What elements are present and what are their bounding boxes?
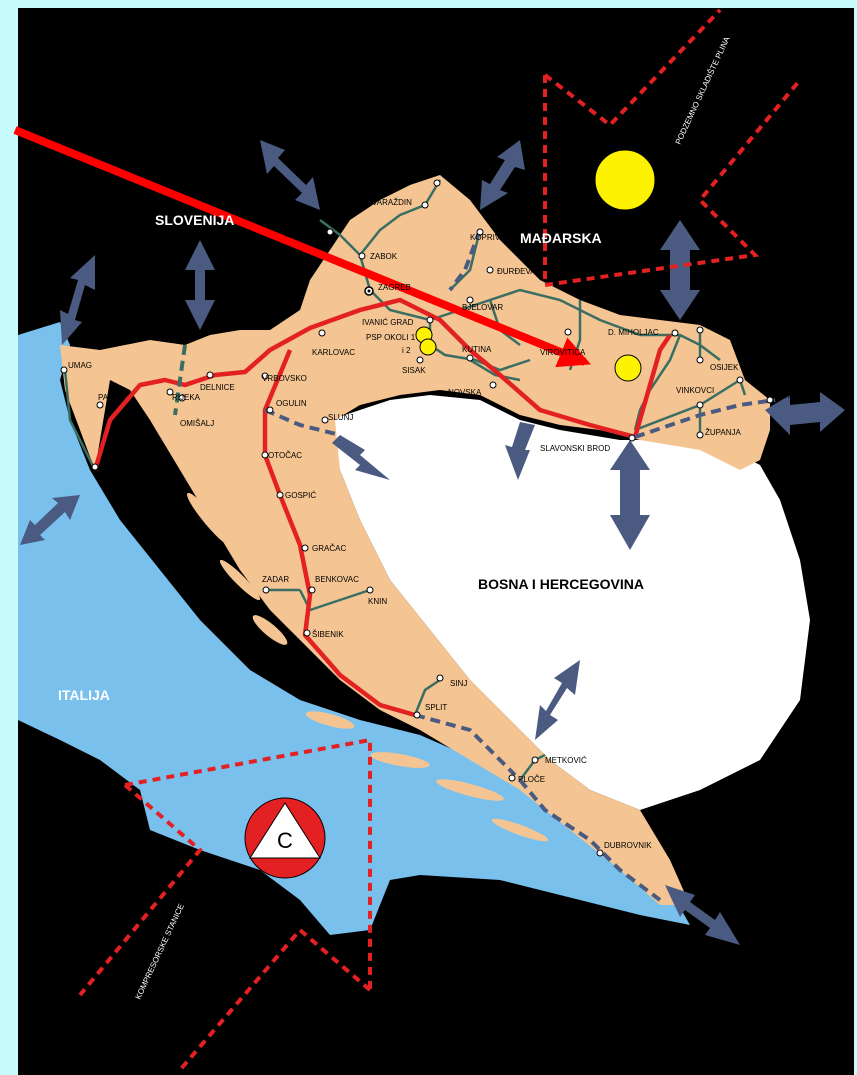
bih-territory: [330, 395, 810, 810]
city-label-varazdin: VARAŽDIN: [372, 198, 412, 207]
compressor-station-icon: C: [244, 797, 326, 879]
city-label-pula: PULA: [108, 462, 130, 471]
compressor-callout: [78, 737, 372, 1072]
islands: [145, 392, 549, 842]
city-label-dubrovnik: DUBROVNIK: [604, 841, 652, 850]
country-label-italy: ITALIJA: [58, 687, 110, 703]
compressor-symbol: C: [277, 828, 293, 853]
city-label-zadar: ZADAR: [262, 575, 289, 584]
highlight-arrow: [13, 126, 591, 368]
adriatic-sea: [18, 322, 690, 935]
underground-storage-marker: [594, 149, 656, 211]
city-label-osijek: OSIJEK: [710, 363, 739, 372]
city-label-ivanic: IVANIĆ GRAD: [362, 318, 414, 327]
city-label-ploce: PLOČE: [518, 775, 545, 784]
city-label-gracac: GRAČAC: [312, 544, 346, 553]
planned-pipeline-omisalj: [173, 344, 187, 416]
city-label-bmanastir: B. MANASTIR: [706, 321, 757, 330]
city-label-virovitica: VIROVITICA: [540, 348, 586, 357]
storage-marker-slavonia: [614, 354, 642, 382]
city-label-sbrod: SLAVONSKI BROD: [540, 444, 610, 453]
city-label-zagreb: ZAGREB: [378, 283, 411, 292]
city-label-ilok: ILOK: [775, 391, 794, 400]
main-pipelines: [92, 297, 672, 718]
city-label-gospic: GOSPIĆ: [285, 491, 316, 500]
city-label-dmiholjac: D. MIHOLJAC: [608, 328, 659, 337]
city-label-djurdjevac: ĐURĐEVAC: [497, 267, 542, 276]
city-label-slunj: SLUNJ: [328, 413, 353, 422]
city-label-rogatec: ROGATEC: [285, 230, 324, 239]
city-nodes: [60, 179, 774, 857]
city-label-delnice: DELNICE: [200, 383, 235, 392]
city-label-benkovac: BENKOVAC: [315, 575, 359, 584]
city-label-rijeka: RIJEKA: [172, 393, 201, 402]
city-label-ogulin: OGULIN: [276, 399, 307, 408]
city-label-omisalj: OMIŠALJ: [180, 419, 214, 428]
city-label-bjelovar: BJELOVAR: [462, 303, 503, 312]
city-label-koprivnica: KOPRIVNICA: [470, 233, 520, 242]
zagreb-capital-dot: [367, 289, 371, 293]
country-label-bih: BOSNA I HERCEGOVINA: [478, 576, 644, 592]
country-label-slovenia: SLOVENIJA: [155, 212, 234, 228]
city-label-vrbovsko: VRBOVSKO: [262, 374, 307, 383]
city-label-psp: PSP OKOLI 1: [366, 333, 416, 342]
city-label-zupanja: ŽUPANJA: [705, 428, 742, 437]
city-label-sisak: SISAK: [402, 366, 426, 375]
storage-marker-okoli-2: [419, 338, 437, 356]
city-label-metkovic: METKOVIĆ: [545, 756, 587, 765]
city-label-karlovac: KARLOVAC: [312, 348, 355, 357]
city-label-umag: UMAG: [68, 361, 92, 370]
city-label-knin: KNIN: [368, 597, 387, 606]
hungary-storage-callout: [543, 8, 802, 287]
city-label-i2: i 2: [402, 346, 411, 355]
croatia-territory: [60, 175, 770, 905]
city-label-pazin: PAZIN: [98, 393, 121, 402]
city-label-mursko: M. SREDIŠĆE: [408, 165, 460, 174]
city-label-split: SPLIT: [425, 703, 447, 712]
city-label-vukovar: VUKOVAR: [745, 368, 784, 377]
city-label-sibenik: ŠIBENIK: [312, 630, 344, 639]
country-label-hungary: MAĐARSKA: [520, 230, 602, 246]
city-label-otocac: OTOČAC: [268, 451, 302, 460]
city-label-novska: NOVSKA: [448, 388, 482, 397]
city-label-zabok: ZABOK: [370, 252, 398, 261]
city-label-kutina: KUTINA: [462, 345, 492, 354]
flow-arrows: [20, 140, 845, 945]
city-label-sinj: SINJ: [450, 679, 467, 688]
planned-pipelines: [264, 229, 776, 902]
city-label-vinkovci: VINKOVCI: [676, 386, 714, 395]
